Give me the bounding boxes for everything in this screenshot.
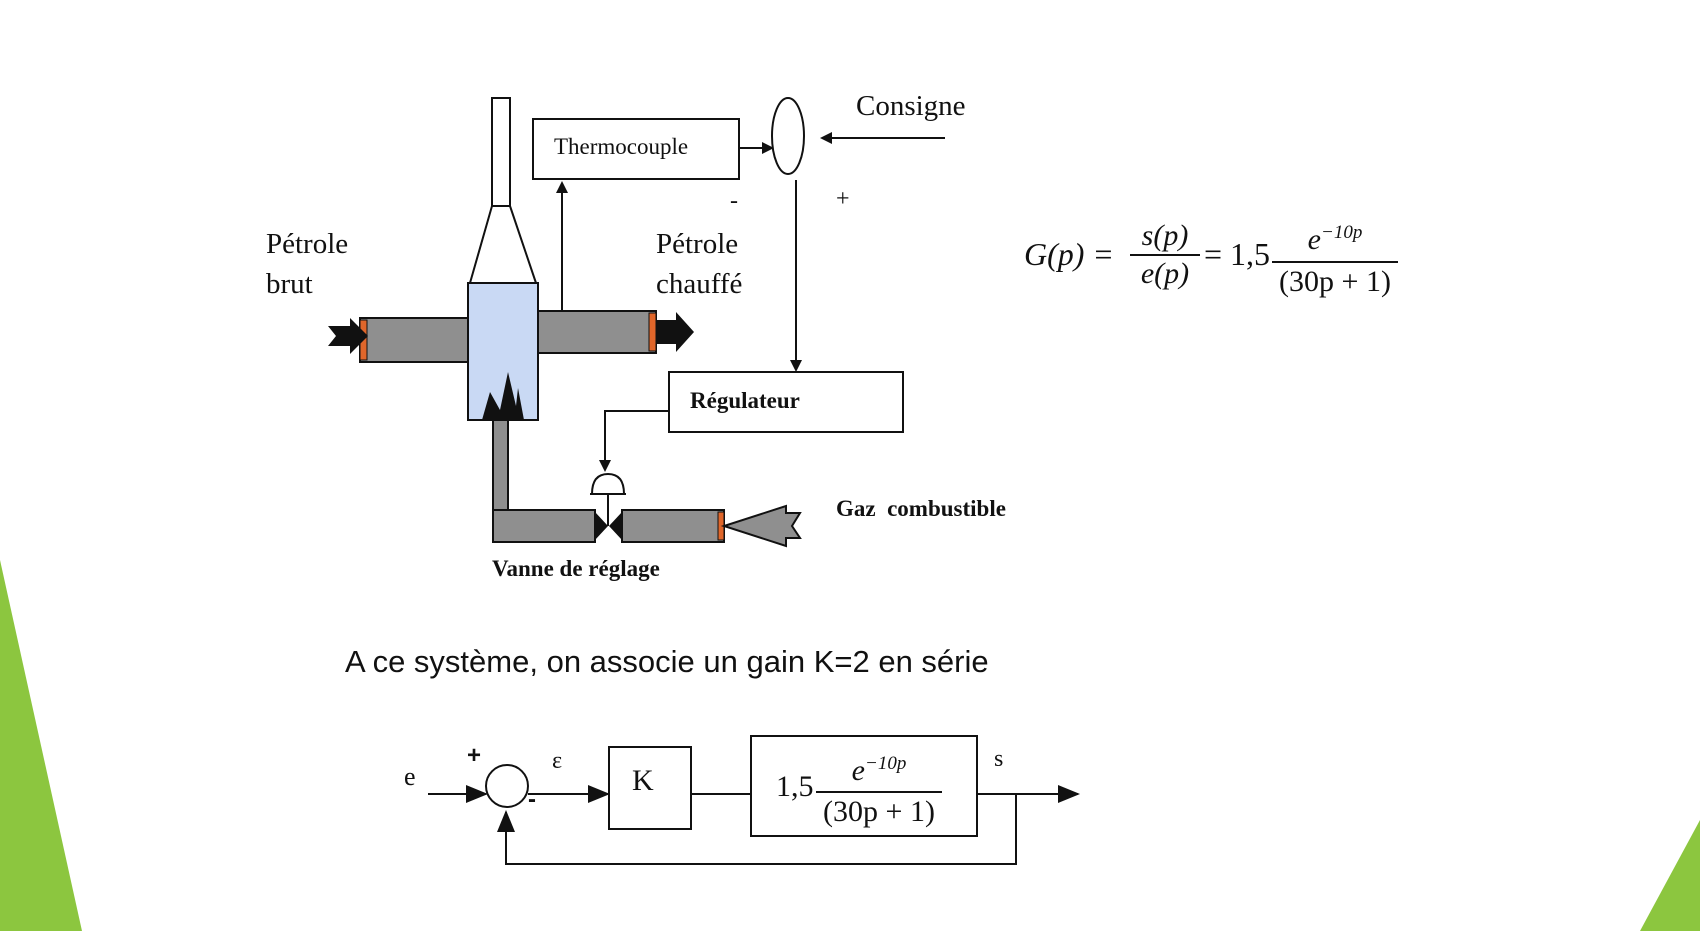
- sum-plus: +: [467, 742, 482, 769]
- crude-oil-label-line2: brut: [266, 268, 313, 300]
- heated-outlet-pipe: [535, 310, 657, 354]
- output-label: s: [994, 746, 1004, 772]
- plant-delay-denominator: (30p + 1): [823, 795, 935, 828]
- thermocouple-box: [532, 118, 740, 180]
- comparator-plus: +: [836, 186, 850, 212]
- left-green-triangle: [0, 560, 82, 931]
- tf-denominator: e(p): [1140, 257, 1190, 290]
- crude-inlet-arrow: [328, 318, 368, 354]
- heated-oil-label-line2: chauffé: [656, 268, 743, 300]
- gain-sentence: A ce système, on associe un gain K=2 en …: [345, 644, 989, 679]
- tf-exponential: e−10p: [1308, 212, 1363, 261]
- flame-icon: [482, 372, 524, 420]
- setpoint-label: Consigne: [856, 90, 966, 122]
- plant-gain: 1,5: [776, 770, 814, 803]
- heated-outlet-arrow: [656, 312, 694, 352]
- crude-oil-label-line1: Pétrole: [266, 228, 349, 260]
- tf-exp-power: −10p: [1321, 222, 1363, 243]
- gain-k-label: K: [632, 764, 654, 797]
- plant-exp-power: −10p: [865, 753, 907, 774]
- comparator-minus: -: [730, 188, 738, 214]
- regulator-to-valve-arrow: [599, 410, 668, 472]
- plant-delay-bar: [816, 791, 942, 793]
- gas-inlet-arrow: [720, 504, 802, 548]
- tf-ratio: s(p) e(p): [1130, 218, 1200, 292]
- fuel-gas-label: Gaz combustible: [836, 496, 1006, 521]
- input-label: e: [404, 762, 416, 791]
- comparator-ellipse: [771, 97, 805, 175]
- tf-exp-base: e: [1307, 223, 1321, 256]
- tf-ratio-bar: [1130, 254, 1200, 256]
- valve-actuator-icon: [590, 472, 626, 495]
- tf-lhs: G(p) =: [1024, 236, 1115, 272]
- tf-gain: = 1,5: [1204, 236, 1271, 272]
- control-valve-label: Vanne de réglage: [492, 556, 660, 581]
- chimney-cone-right: [509, 205, 537, 284]
- summing-junction: [485, 764, 529, 808]
- gain-k-block: [608, 746, 692, 830]
- plant-delay-fraction: e−10p (30p + 1): [816, 744, 942, 831]
- right-green-triangle: [1640, 820, 1700, 931]
- sum-minus: -: [528, 786, 536, 813]
- tf-delay-fraction: e−10p (30p + 1): [1272, 212, 1398, 301]
- regulator-box: [668, 371, 904, 433]
- plant-exp-base: e: [851, 754, 865, 787]
- feedback-path: [497, 794, 1017, 865]
- regulator-label: Régulateur: [690, 388, 800, 413]
- thermocouple-label: Thermocouple: [554, 134, 689, 159]
- tf-numerator: s(p): [1141, 219, 1189, 252]
- tf-delay-denominator: (30p + 1): [1279, 265, 1391, 298]
- chimney-stack: [491, 97, 511, 207]
- plant-block: [750, 735, 978, 837]
- valve-right-triangle: [609, 512, 622, 540]
- chimney-cone-left: [469, 205, 493, 284]
- tf-delay-bar: [1272, 261, 1398, 263]
- heated-oil-label-line1: Pétrole: [656, 228, 739, 260]
- error-label: ε: [552, 748, 563, 774]
- plant-exponential: e−10p: [852, 744, 907, 791]
- valve-left-triangle: [595, 512, 608, 540]
